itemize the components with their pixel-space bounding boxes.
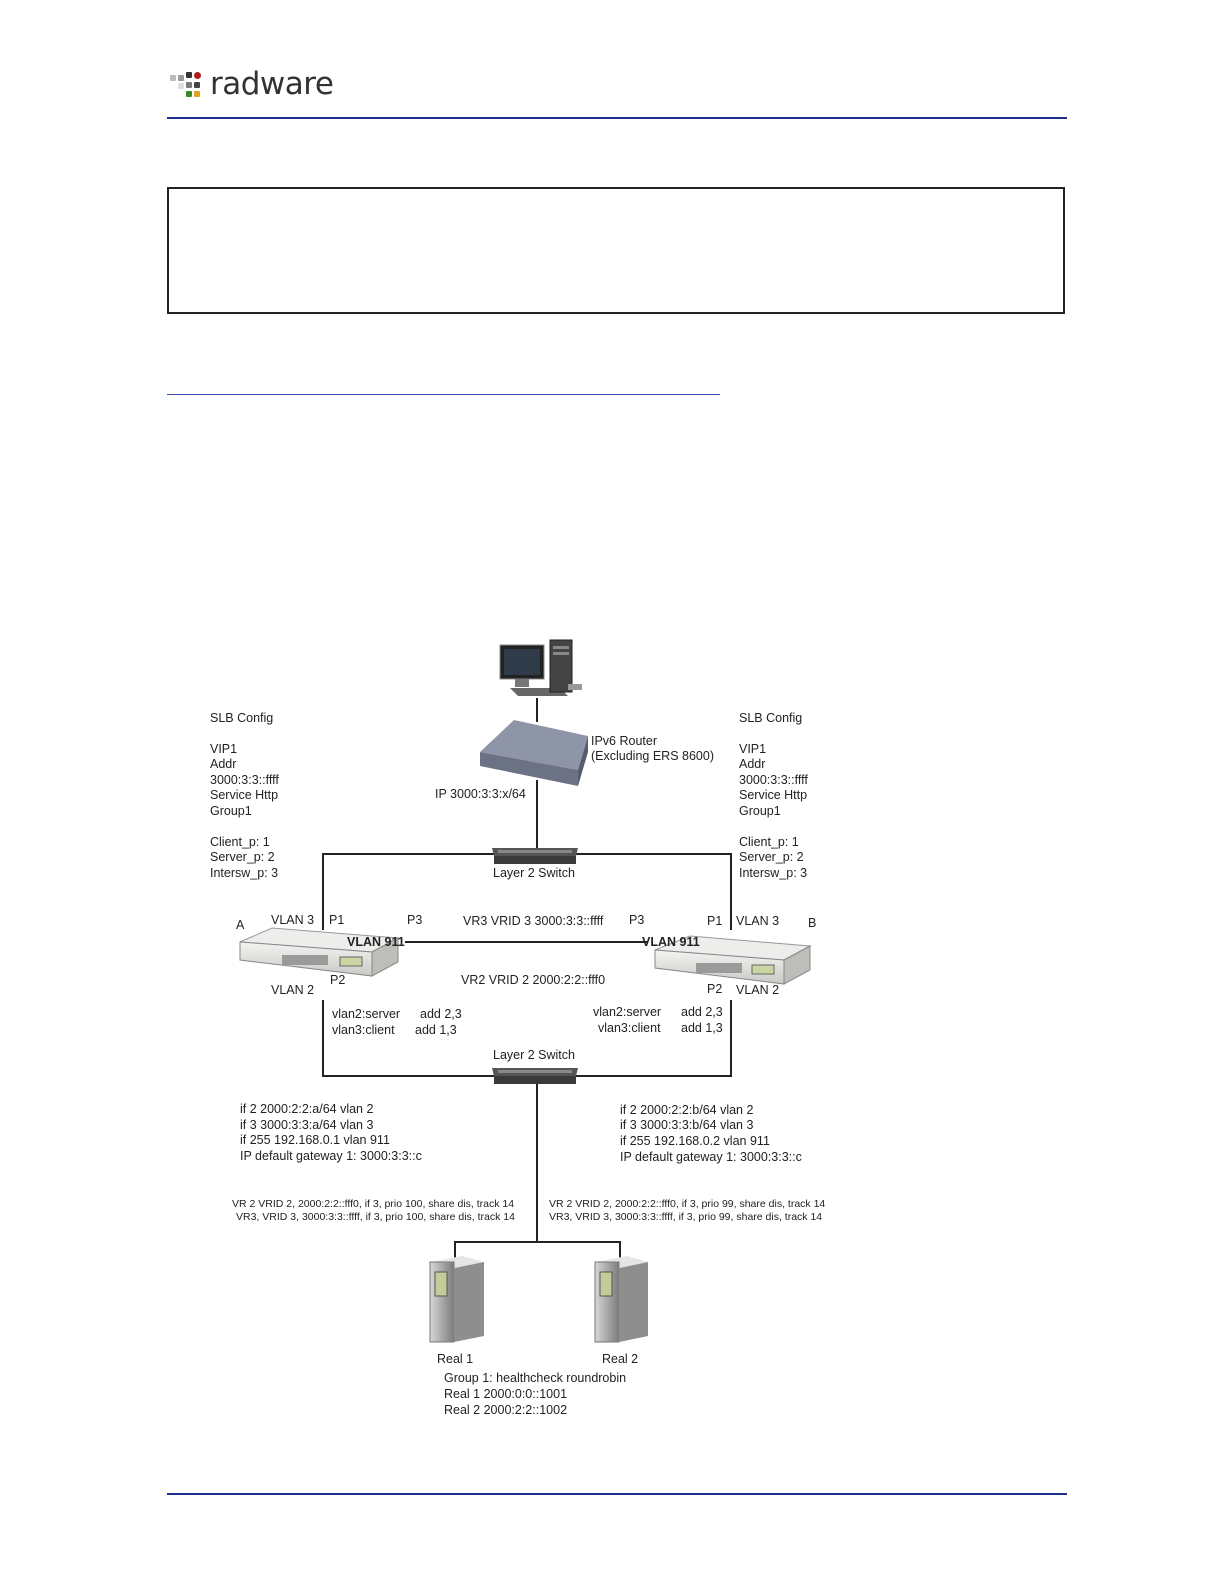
logo-dots-icon — [170, 70, 206, 98]
device-b-vlan-bottom: VLAN 2 — [736, 983, 779, 997]
device-b-vlan-cfg: vlan3:client — [598, 1021, 661, 1035]
footer-rule — [167, 1493, 1067, 1495]
group-line: Group 1: healthcheck roundrobin — [444, 1371, 626, 1385]
slb-right-line: VIP1 — [739, 742, 766, 756]
device-b-if: if 255 192.168.0.2 vlan 911 — [620, 1134, 770, 1148]
device-a-p1: P1 — [329, 913, 344, 927]
device-b-vlan-add: add 1,3 — [681, 1021, 723, 1035]
radware-logo: radware — [170, 66, 334, 102]
device-b-vr: VR 2 VRID 2, 2000:2:2::fff0, if 3, prio … — [549, 1198, 825, 1210]
device-b-if: IP default gateway 1: 3000:3:3::c — [620, 1150, 802, 1164]
device-a-label: A — [236, 918, 245, 932]
load-balancer-a-icon — [239, 927, 400, 977]
router-note: (Excluding ERS 8600) — [591, 749, 714, 763]
device-a-vlan-cfg: vlan2:server — [332, 1007, 400, 1021]
slb-right-title: SLB Config — [739, 711, 802, 725]
device-a-if: if 255 192.168.0.1 vlan 911 — [240, 1133, 390, 1147]
device-a-vlan-bottom: VLAN 2 — [271, 983, 314, 997]
device-a-vlan-add: add 1,3 — [415, 1023, 457, 1037]
slb-right-port: Client_p: 1 — [739, 835, 799, 849]
device-a-vlan-cfg: vlan3:client — [332, 1023, 395, 1037]
slb-left-line: 3000:3:3::ffff — [210, 773, 279, 787]
slb-left-line: Service Http — [210, 788, 278, 802]
slb-right-line: Service Http — [739, 788, 807, 802]
device-a-vlan911: VLAN 911 — [347, 935, 405, 949]
group-line: Real 1 2000:0:0::1001 — [444, 1387, 567, 1401]
real-server-1-icon — [429, 1256, 484, 1343]
slb-right-port: Server_p: 2 — [739, 850, 804, 864]
slb-left-port: Client_p: 1 — [210, 835, 270, 849]
slb-left-line: VIP1 — [210, 742, 237, 756]
real-server-2-icon — [594, 1256, 648, 1343]
switch-bottom-label: Layer 2 Switch — [493, 1048, 575, 1062]
device-b-vr: VR3, VRID 3, 3000:3:3::ffff, if 3, prio … — [549, 1211, 822, 1223]
slb-left-port: Intersw_p: 3 — [210, 866, 278, 880]
workstation-icon — [499, 639, 582, 696]
real1-label: Real 1 — [437, 1352, 473, 1366]
vr3-label: VR3 VRID 3 3000:3:3::ffff — [463, 914, 604, 928]
router-ip: IP 3000:3:3:x/64 — [435, 787, 526, 801]
switch-bottom-icon — [492, 1068, 578, 1084]
device-b-p2: P2 — [707, 982, 722, 996]
router-icon — [480, 720, 588, 786]
switch-top-label: Layer 2 Switch — [493, 866, 575, 880]
switch-top-icon — [492, 848, 578, 864]
slb-left-title: SLB Config — [210, 711, 273, 725]
load-balancer-b-icon — [654, 935, 812, 985]
device-b-label: B — [808, 916, 816, 930]
device-b-vlan-cfg: vlan2:server — [593, 1005, 661, 1019]
logo-text: radware — [210, 66, 334, 102]
device-b-vlan911: VLAN 911 — [642, 935, 700, 949]
device-b-p3: P3 — [629, 913, 644, 927]
real2-label: Real 2 — [602, 1352, 638, 1366]
device-a-p3: P3 — [407, 913, 422, 927]
device-b-vlan-top: VLAN 3 — [736, 914, 779, 928]
slb-left-port: Server_p: 2 — [210, 850, 275, 864]
device-b-if: if 2 2000:2:2:b/64 vlan 2 — [620, 1103, 753, 1117]
device-a-if: IP default gateway 1: 3000:3:3::c — [240, 1149, 422, 1163]
slb-left-line: Group1 — [210, 804, 252, 818]
slb-right-line: 3000:3:3::ffff — [739, 773, 808, 787]
group-line: Real 2 2000:2:2::1002 — [444, 1403, 567, 1417]
device-b-vlan-add: add 2,3 — [681, 1005, 723, 1019]
device-a-vr: VR 2 VRID 2, 2000:2:2::fff0, if 3, prio … — [232, 1198, 514, 1210]
device-a-vr: VR3, VRID 3, 3000:3:3::ffff, if 3, prio … — [236, 1211, 515, 1223]
slb-right-line: Group1 — [739, 804, 781, 818]
router-name: IPv6 Router — [591, 734, 657, 748]
device-a-if: if 2 2000:2:2:a/64 vlan 2 — [240, 1102, 373, 1116]
device-a-p2: P2 — [330, 973, 345, 987]
device-b-if: if 3 3000:3:3:b/64 vlan 3 — [620, 1118, 753, 1132]
device-a-vlan-top: VLAN 3 — [271, 913, 314, 927]
note-box — [167, 187, 1065, 314]
slb-right-port: Intersw_p: 3 — [739, 866, 807, 880]
vr2-label: VR2 VRID 2 2000:2:2::fff0 — [461, 973, 605, 987]
link-underline[interactable] — [167, 394, 720, 395]
device-b-p1: P1 — [707, 914, 722, 928]
slb-left-line: Addr — [210, 757, 236, 771]
slb-right-line: Addr — [739, 757, 765, 771]
device-a-if: if 3 3000:3:3:a/64 vlan 3 — [240, 1118, 373, 1132]
header-rule — [167, 117, 1067, 119]
device-a-vlan-add: add 2,3 — [420, 1007, 462, 1021]
